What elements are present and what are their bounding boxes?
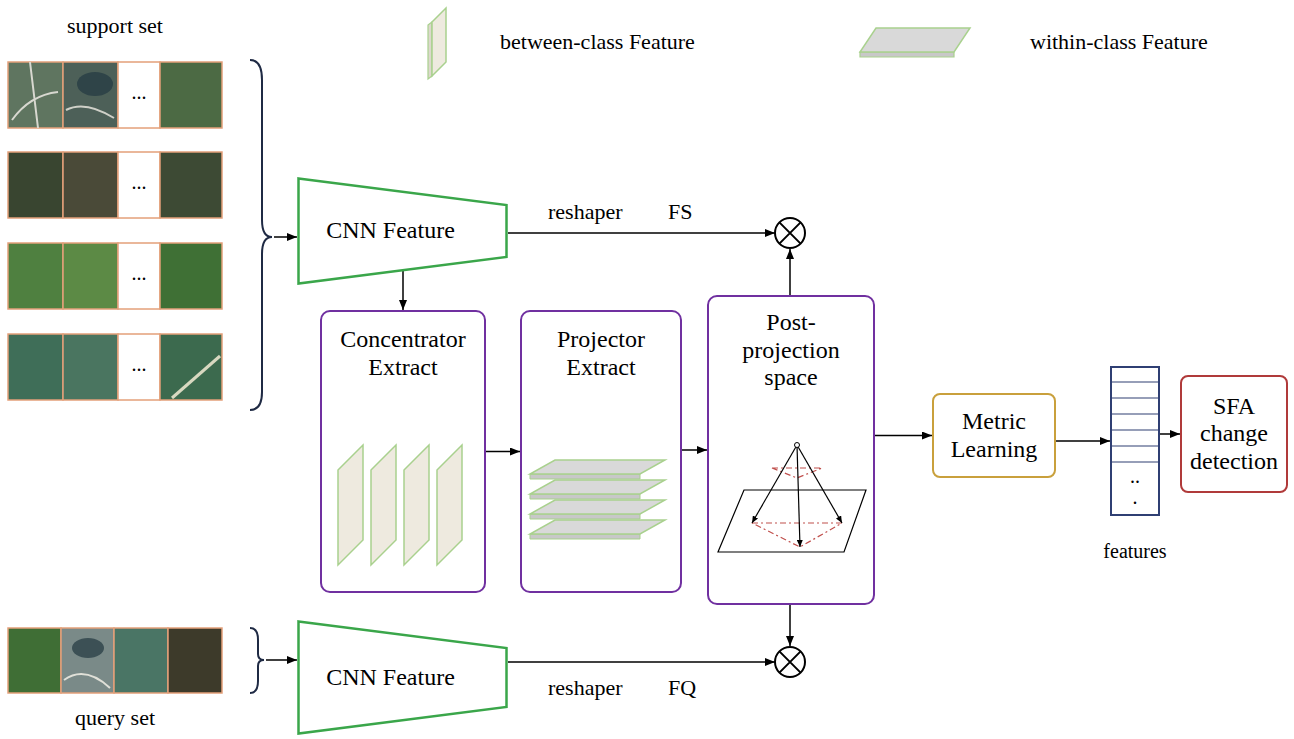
- image-thumbnail: [8, 152, 63, 218]
- vector-text: .: [1133, 486, 1138, 509]
- image-thumbnail: [160, 152, 222, 218]
- image-thumbnail: [63, 243, 118, 309]
- ellipsis-cell: [118, 152, 160, 218]
- image-thumbnail: [61, 628, 114, 693]
- node-text: Concentrator Extract: [330, 326, 476, 381]
- within-class-plane: [530, 520, 665, 534]
- operation-label: reshaper: [548, 675, 623, 700]
- concentrator-box: Concentrator Extract: [320, 310, 486, 593]
- within-class-plane: [530, 500, 665, 514]
- projection-ray: [752, 445, 797, 523]
- vector-text: features: [1103, 540, 1166, 563]
- node-text: Projector Extract: [530, 326, 672, 381]
- node-text: SFA change detection: [1186, 393, 1282, 476]
- multiply-cross: [779, 651, 800, 672]
- projection-arrow: [789, 605, 791, 646]
- image-thumbnail: [8, 334, 63, 400]
- ellipsis: ...: [132, 353, 147, 376]
- between-class-plane: [338, 445, 363, 565]
- image-thumbnail: [114, 628, 168, 693]
- ellipsis-cell: [118, 243, 160, 309]
- projection-ray: [797, 445, 842, 523]
- flow-arrow: [682, 449, 707, 451]
- ellipsis-cell: [118, 334, 160, 400]
- image-thumbnail: [63, 334, 118, 400]
- flow-arrow: [1160, 433, 1180, 435]
- road-detail: [12, 62, 58, 128]
- feature-name: FQ: [668, 675, 696, 700]
- legend-item: between-class Feature: [500, 29, 695, 54]
- image-thumbnail: [160, 62, 222, 128]
- metric-learning-box: Metric Learning: [932, 393, 1056, 478]
- multiply-symbol: [775, 647, 805, 677]
- trapezoid-shape: [299, 622, 507, 734]
- image-thumbnail: [168, 628, 222, 693]
- within-class-plane: [530, 460, 665, 474]
- multiply-symbol: [775, 218, 805, 248]
- image-thumbnail: [63, 152, 118, 218]
- legend-item: within-class Feature: [1030, 29, 1208, 54]
- ellipsis: ...: [132, 171, 147, 194]
- image-thumbnail: [8, 62, 63, 128]
- water-detail: [77, 72, 113, 96]
- node-text: CNN Feature: [307, 664, 474, 692]
- operation-label: reshaper: [548, 199, 623, 224]
- legend-text: between-class Feature: [500, 29, 695, 54]
- trapezoid-shape: [299, 179, 507, 284]
- image-thumbnail: [160, 243, 222, 309]
- projection-ray: [797, 445, 800, 547]
- projection-arrow: [789, 249, 791, 295]
- image-thumbnail: [63, 62, 118, 128]
- flow-arrow: [402, 271, 404, 310]
- set-label: query set: [75, 705, 155, 730]
- projection-plane: [718, 490, 866, 552]
- ellipsis-cell: [118, 62, 160, 128]
- flow-arrow: [875, 435, 932, 437]
- curly-brace: [250, 628, 264, 693]
- set-label: support set: [67, 13, 163, 38]
- flow-arrow: [1056, 440, 1110, 442]
- ellipsis: ...: [132, 81, 147, 104]
- projection-origin: [795, 443, 800, 448]
- projection-triangle: [752, 523, 842, 547]
- image-thumbnail: [160, 334, 222, 400]
- multiply-cross: [779, 222, 800, 243]
- between-class-plane: [432, 8, 446, 76]
- road-detail: [64, 674, 110, 688]
- between-class-plane: [437, 445, 462, 565]
- legend-text: within-class Feature: [1030, 29, 1208, 54]
- ellipsis: ...: [132, 262, 147, 285]
- reshape-line: [508, 232, 775, 234]
- node-text: Metric Learning: [940, 408, 1048, 463]
- input-arrow: [274, 236, 297, 238]
- image-thumbnail: [8, 628, 61, 693]
- projection-space-box: Post-projection space: [707, 295, 875, 605]
- reshape-line: [508, 661, 775, 663]
- feature-row-lines: [1111, 382, 1159, 462]
- water-detail: [72, 638, 104, 658]
- input-arrow: [266, 659, 297, 661]
- road-detail: [66, 106, 114, 118]
- within-class-plane: [530, 480, 665, 494]
- change-detection-box: SFA change detection: [1180, 375, 1288, 493]
- feature-name: FS: [668, 199, 692, 224]
- node-text: Post-projection space: [729, 309, 854, 392]
- cnn-feature-extractor: CNN Feature: [297, 620, 508, 735]
- projector-box: Projector Extract: [520, 310, 682, 593]
- curly-brace: [250, 60, 272, 410]
- between-class-plane: [404, 445, 429, 565]
- vector-text: ..: [1130, 465, 1140, 488]
- path-detail: [172, 356, 220, 398]
- between-class-plane: [371, 445, 396, 565]
- image-thumbnail: [8, 243, 63, 309]
- feature-vector: ...features: [1110, 366, 1160, 516]
- within-class-plane: [860, 28, 970, 52]
- cnn-feature-extractor: CNN Feature: [297, 177, 508, 285]
- node-text: CNN Feature: [307, 217, 474, 245]
- flow-arrow: [486, 451, 520, 453]
